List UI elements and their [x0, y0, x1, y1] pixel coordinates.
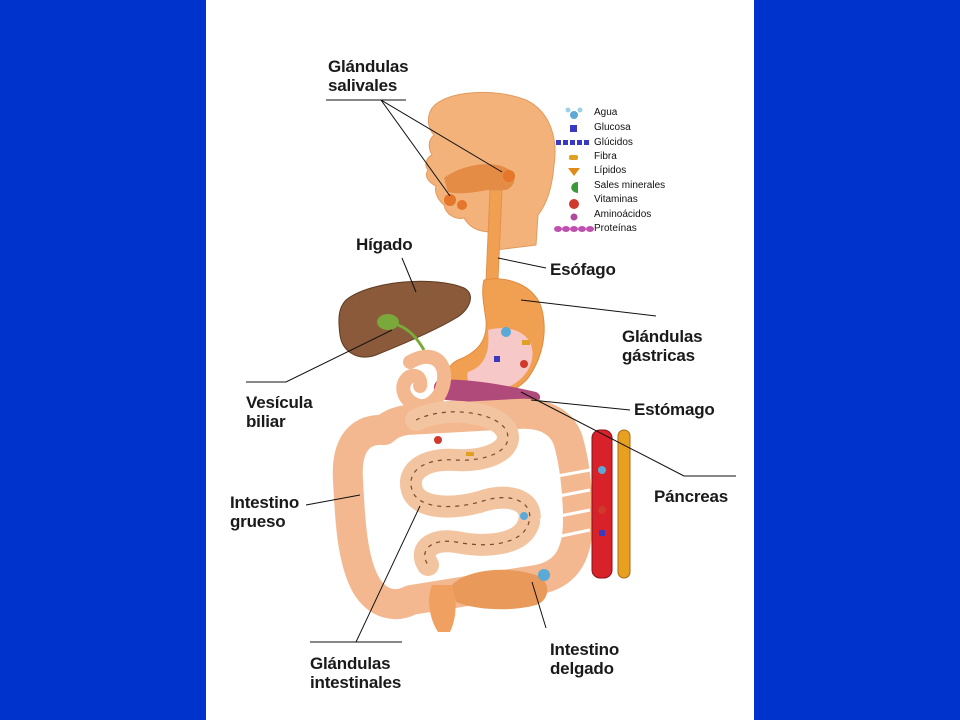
label-higado: Hígado — [356, 235, 413, 254]
lipid-icon — [568, 168, 580, 176]
fiber-icon — [569, 155, 578, 160]
legend-glucidos: Glúcidos — [594, 137, 633, 148]
pancreas — [433, 379, 541, 405]
salivary-gland-3 — [503, 170, 515, 182]
small-intestine — [400, 400, 541, 576]
label-estomago: Estómago — [634, 400, 715, 419]
oral-cavity — [444, 164, 515, 194]
protein-chain-icon — [554, 226, 594, 232]
blood-vessel — [591, 429, 613, 579]
salivary-gland-2 — [457, 200, 467, 210]
mineral-salt-icon — [571, 182, 578, 193]
vitamin-icon — [569, 199, 579, 209]
diagram-panel: Agua Glucosa Glúcidos Fibra Lípidos Sale… — [206, 0, 754, 720]
bile-duct — [397, 323, 426, 351]
leader-lines — [246, 99, 736, 643]
carbohydrate-chain-icon — [556, 140, 589, 145]
nutrient-particles — [434, 327, 606, 581]
glucose-square-icon — [570, 125, 577, 132]
legend-vitaminas: Vitaminas — [594, 194, 638, 205]
legend-proteinas: Proteínas — [594, 223, 637, 234]
large-intestine — [332, 398, 593, 620]
absorption-arrows — [535, 468, 591, 542]
legend-fibra: Fibra — [594, 151, 617, 162]
salivary-gland-1 — [444, 194, 456, 206]
liver — [338, 280, 471, 358]
amino-acid-icon — [570, 213, 578, 221]
digestive-system-diagram — [246, 92, 736, 643]
legend-glucosa: Glucosa — [594, 122, 631, 133]
duodenum — [396, 349, 452, 414]
legend-sales-minerales: Sales minerales — [594, 180, 666, 191]
water-molecule-icon — [565, 107, 583, 119]
gallbladder — [377, 314, 399, 330]
legend-aminoacidos: Aminoácidos — [594, 209, 652, 220]
rectum — [429, 585, 456, 632]
legend-icons — [554, 107, 594, 232]
legend-agua: Agua — [594, 107, 618, 118]
lymph-vessel — [617, 429, 631, 579]
label-esofago: Esófago — [550, 260, 616, 279]
legend-lipidos: Lípidos — [594, 165, 627, 176]
sigmoid-colon — [452, 569, 548, 610]
label-pancreas: Páncreas — [654, 487, 729, 506]
